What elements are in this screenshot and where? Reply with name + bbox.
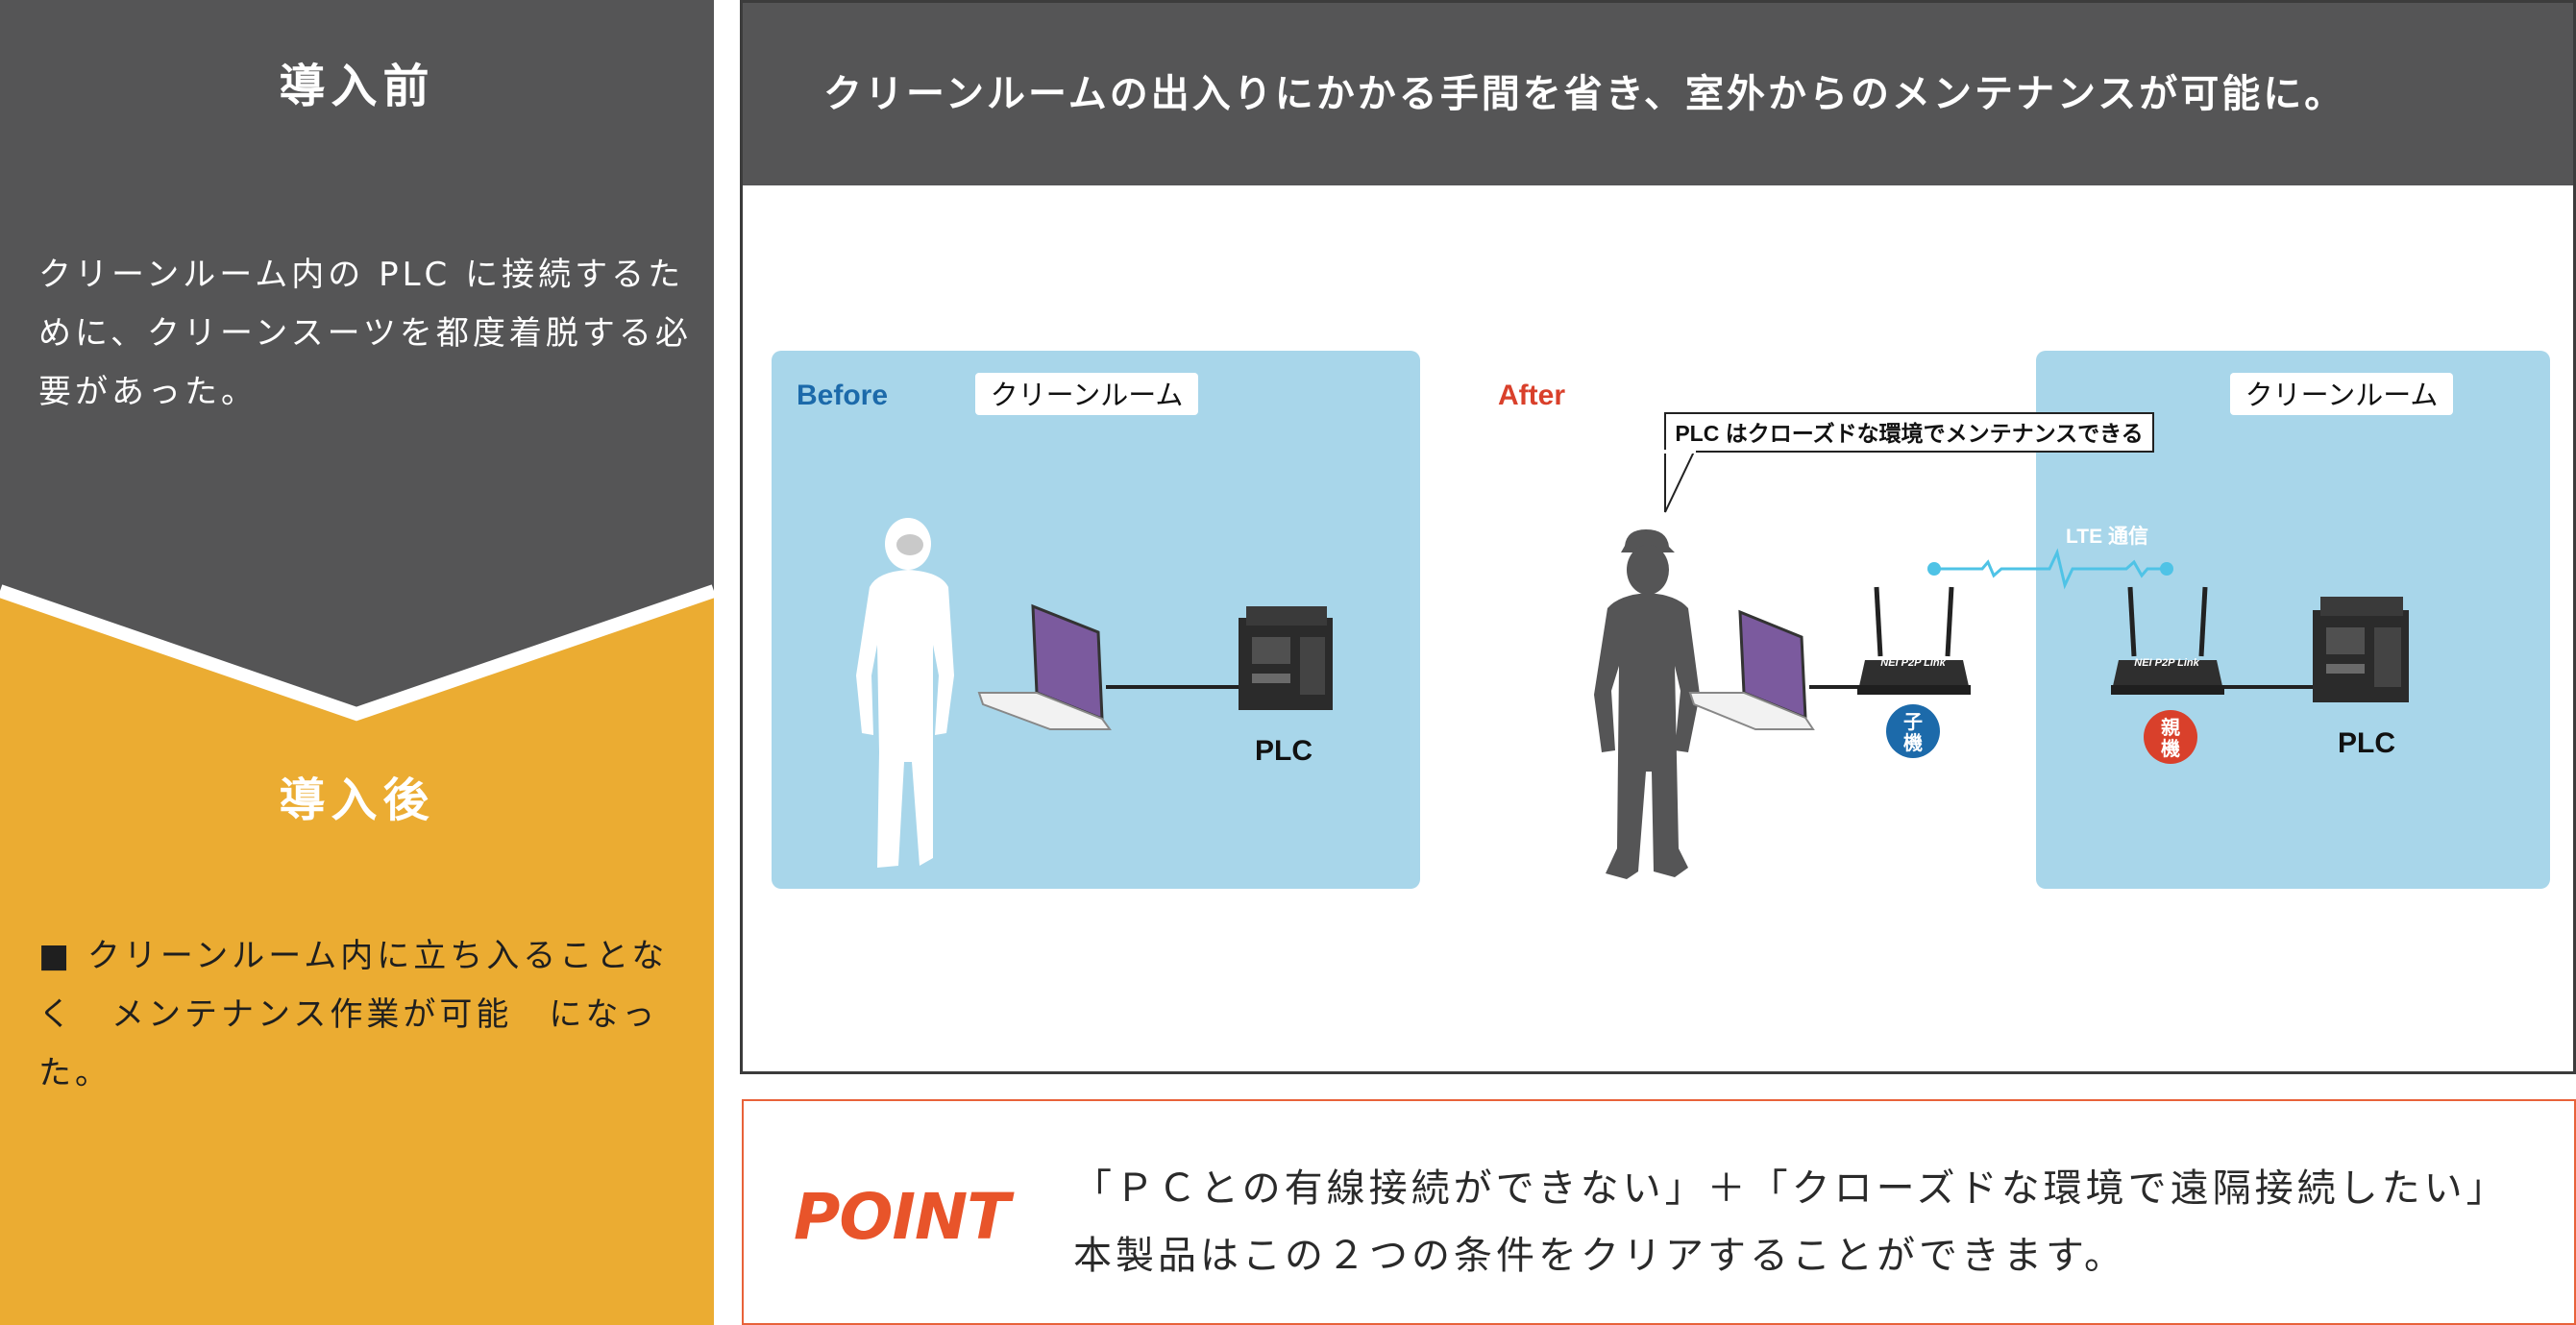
before-cleanroom: Before クリーンルーム PLC (772, 351, 1420, 889)
plc-device-icon (1239, 606, 1333, 710)
child-router-icon: NEI P2P Link (1857, 586, 1971, 695)
after-title: 導入後 (279, 773, 435, 827)
after-cleanroom-label: クリーンルーム (2245, 380, 2439, 411)
parent-badge-line1: 親 (2161, 717, 2180, 739)
child-badge-icon (1886, 704, 1940, 758)
after-label: After (1498, 380, 1565, 411)
speech-bubble-text: PLC はクローズドな環境でメンテナンスできる (1675, 421, 2143, 446)
before-description: クリーンルーム内の PLC に接続するために、クリーンスーツを都度着脱する必要が… (38, 256, 692, 411)
after-description: ■ クリーンルーム内に立ち入ることなく メンテナンス作業が可能 になった。 (38, 937, 669, 1092)
child-badge-line1: 子 (1903, 712, 1923, 733)
comparison-column: 導入前 クリーンルーム内の PLC に接続するために、クリーンスーツを都度着脱す… (0, 0, 714, 1325)
after-plc-device-icon (2313, 597, 2409, 702)
after-plc-label: PLC (2338, 727, 2395, 759)
lte-signal: LTE 通信 (1927, 525, 2173, 590)
before-cleanroom-tag (975, 373, 1198, 415)
parent-router-brand: NEI P2P Link (2134, 657, 2199, 669)
after-section-bg (0, 596, 714, 1325)
main-title: クリーンルームの出入りにかかる手間を省き、室外からのメンテナンスが可能に。 (823, 72, 2346, 116)
child-badge-line2: 機 (1903, 732, 1923, 754)
parent-router-icon: NEI P2P Link (2111, 586, 2224, 695)
main-header: クリーンルームの出入りにかかる手間を省き、室外からのメンテナンスが可能に。 (743, 3, 2573, 185)
child-router-brand: NEI P2P Link (1880, 657, 1946, 669)
before-cleanroom-area (772, 351, 1420, 889)
point-label: POINT (794, 1180, 1010, 1254)
laptop-icon (977, 603, 1112, 730)
worker-person-icon (1594, 529, 1700, 879)
before-section-bg (0, 0, 714, 719)
point-line-2: 本製品はこの２つの条件をクリアすることができます。 (1073, 1234, 2126, 1278)
before-plc-label: PLC (1255, 735, 1313, 767)
before-cleanroom-label: クリーンルーム (991, 380, 1184, 411)
point-box: POINT 「ＰＣとの有線接続ができない」＋「クローズドな環境で遠隔接続したい」… (742, 1099, 2576, 1325)
chevron-divider (0, 584, 714, 722)
after-section: After クリーンルーム PLC はクローズドな環境でメンテナンスできる (1498, 351, 2550, 889)
before-title: 導入前 (279, 60, 435, 113)
network-diagram: Before クリーンルーム PLC (772, 351, 2550, 889)
after-cleanroom-tag (2230, 373, 2453, 415)
parent-badge-icon (2144, 710, 2197, 764)
column-background (0, 0, 714, 1325)
parent-badge-line2: 機 (2161, 738, 2180, 760)
point-line-1: 「ＰＣとの有線接続ができない」＋「クローズドな環境で遠隔接続したい」 (1073, 1166, 2509, 1211)
after-laptop-icon (1688, 609, 1815, 730)
cleansuit-person-icon (856, 518, 954, 868)
speech-bubble: PLC はクローズドな環境でメンテナンスできる (1663, 412, 2154, 513)
before-label: Before (797, 380, 888, 411)
lte-label: LTE 通信 (2066, 525, 2148, 548)
main-panel: クリーンルームの出入りにかかる手間を省き、室外からのメンテナンスが可能に。 Be… (740, 0, 2576, 1074)
